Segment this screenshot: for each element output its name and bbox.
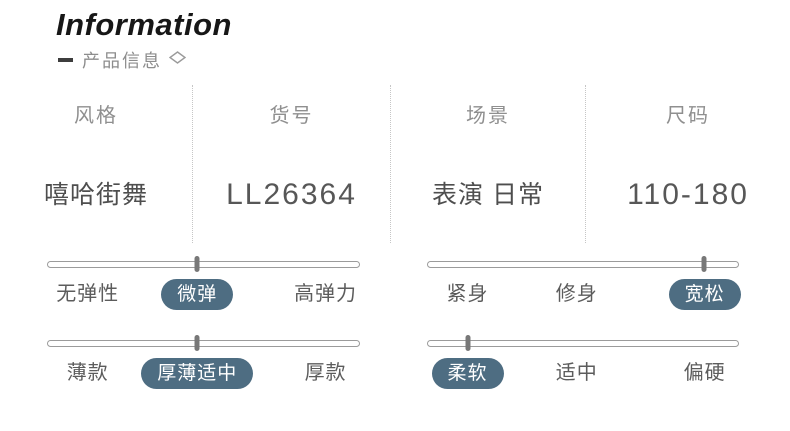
option-chip: 紧身 xyxy=(446,283,489,305)
spec-col-scene: 场景 表演 日常 xyxy=(390,85,585,243)
slider-labels: 紧身 修身 宽松 xyxy=(427,279,741,310)
slider-track xyxy=(47,335,360,351)
option-chip: 宽松 xyxy=(668,279,741,310)
spec-value: 嘻哈街舞 xyxy=(43,181,148,209)
option-chip: 适中 xyxy=(555,362,598,384)
slider-marker-icon xyxy=(465,335,471,351)
spec-value: LL26364 xyxy=(226,178,357,211)
section-subtitle: 产品信息 xyxy=(82,51,162,71)
dash-icon xyxy=(58,58,73,62)
slider-track xyxy=(427,335,739,351)
section-header: Information 产品信息 xyxy=(56,8,232,73)
slider-labels: 薄款 厚薄适中 厚款 xyxy=(47,358,360,389)
option-chip: 厚款 xyxy=(304,362,347,384)
diamond-icon xyxy=(168,51,187,69)
option-chip: 微弹 xyxy=(161,279,234,310)
spec-label: 尺码 xyxy=(666,105,710,127)
slider-marker-icon xyxy=(701,256,707,272)
slider-elasticity: 无弹性 微弹 高弹力 xyxy=(47,256,360,310)
option-chip: 无弹性 xyxy=(56,283,120,305)
slider-marker-icon xyxy=(194,335,200,351)
option-chip: 柔软 xyxy=(431,358,504,389)
option-chip: 修身 xyxy=(555,283,598,305)
slider-thickness: 薄款 厚薄适中 厚款 xyxy=(47,335,360,389)
spec-label: 风格 xyxy=(74,105,118,127)
spec-grid: 风格 嘻哈街舞 货号 LL26364 场景 表演 日常 尺码 110-180 xyxy=(0,85,790,243)
slider-labels: 无弹性 微弹 高弹力 xyxy=(47,279,360,310)
slider-track xyxy=(47,256,360,272)
slider-labels: 柔软 适中 偏硬 xyxy=(427,358,739,389)
spec-label: 货号 xyxy=(269,105,314,127)
slider-track xyxy=(427,256,739,272)
option-chip: 薄款 xyxy=(66,362,109,384)
spec-value: 表演 日常 xyxy=(432,181,544,209)
spec-value: 110-180 xyxy=(627,178,749,211)
slider-fit: 紧身 修身 宽松 xyxy=(427,256,741,310)
option-chip: 偏硬 xyxy=(683,362,726,384)
slider-softness: 柔软 适中 偏硬 xyxy=(427,335,739,389)
spec-col-size: 尺码 110-180 xyxy=(585,85,790,243)
spec-label: 场景 xyxy=(466,105,510,127)
slider-marker-icon xyxy=(194,256,200,272)
spec-col-style: 风格 嘻哈街舞 xyxy=(0,85,192,243)
option-chip: 高弹力 xyxy=(294,283,358,305)
section-subtitle-row: 产品信息 xyxy=(58,47,232,73)
option-chip: 厚薄适中 xyxy=(141,358,254,389)
spec-col-item-number: 货号 LL26364 xyxy=(192,85,390,243)
section-title: Information xyxy=(56,7,232,42)
